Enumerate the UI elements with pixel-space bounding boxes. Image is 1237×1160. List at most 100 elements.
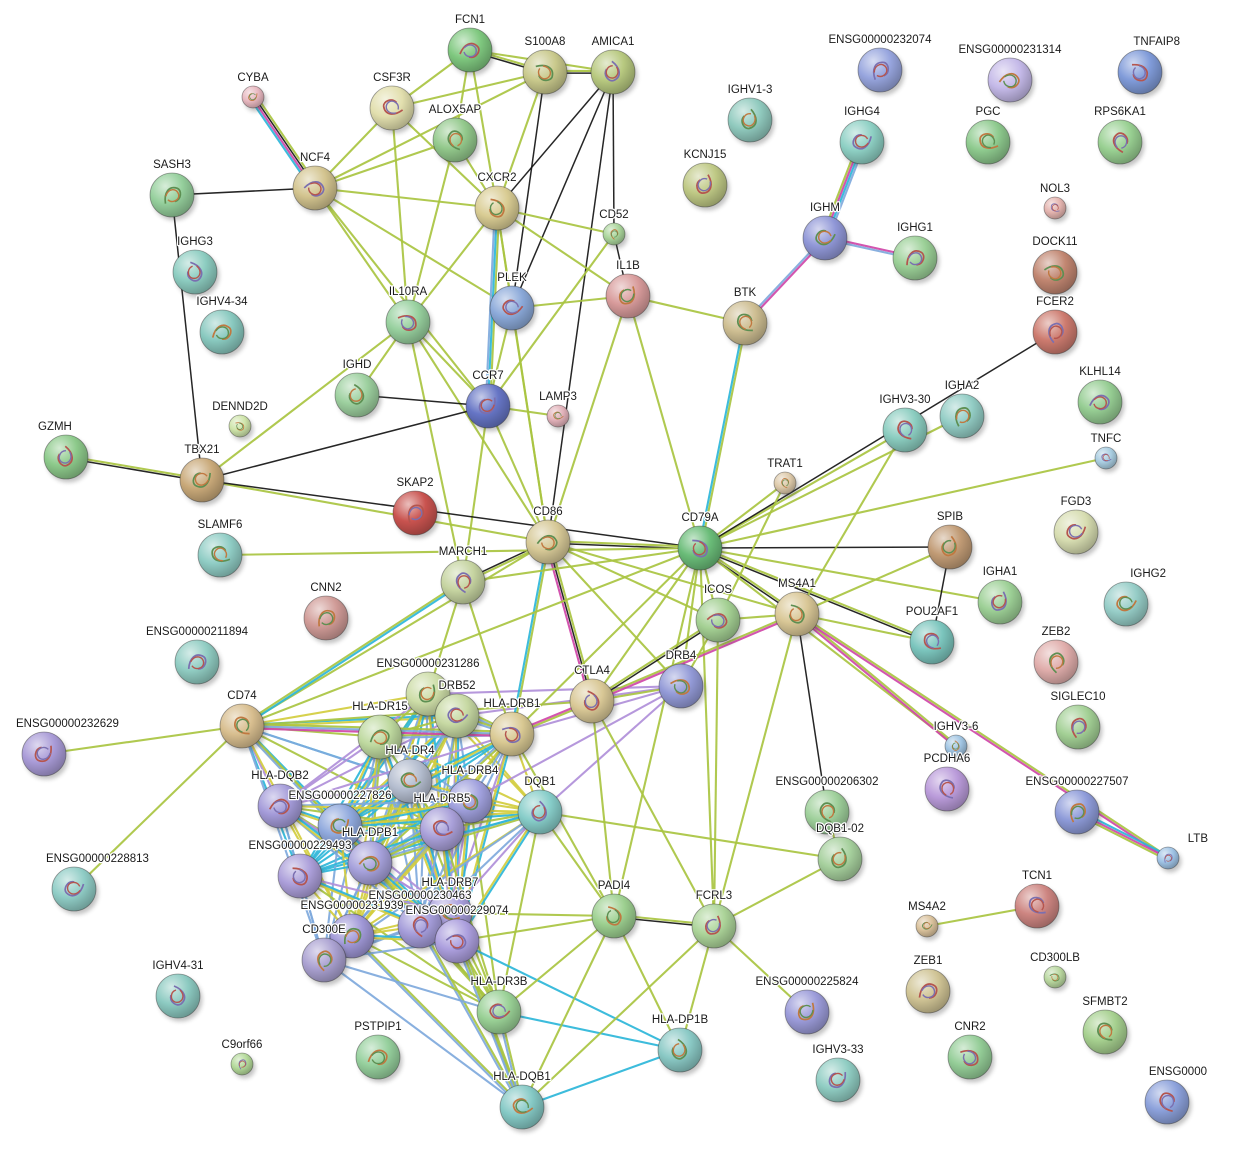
node-ENSG00000225824[interactable] <box>784 989 832 1038</box>
node-PCDHA6[interactable] <box>924 766 972 815</box>
node-ENSG00000232074[interactable] <box>857 47 905 96</box>
node-HLA-DPB1[interactable] <box>347 840 395 889</box>
node-IGHV1-3[interactable] <box>727 97 775 146</box>
node-CNR2[interactable] <box>947 1034 995 1083</box>
node-IL10RA[interactable] <box>385 299 433 348</box>
node-LTB[interactable] <box>1156 846 1182 873</box>
node-KLHL14[interactable] <box>1077 379 1125 428</box>
node-ENSG00000227826[interactable] <box>317 803 365 852</box>
node-ENSG00000231314[interactable] <box>987 57 1035 106</box>
node-HLA-DRB4[interactable] <box>447 778 495 827</box>
node-HLA-DRB5[interactable] <box>419 806 467 855</box>
node-ENSG00000230463[interactable] <box>397 903 445 952</box>
node-SLAMF6[interactable] <box>197 532 245 581</box>
node-PSTPIP1[interactable] <box>355 1034 403 1083</box>
node-DOCK11[interactable] <box>1032 249 1080 298</box>
node-TRAT1[interactable] <box>773 471 799 498</box>
node-BTK[interactable] <box>722 300 770 349</box>
node-FGD3[interactable] <box>1053 509 1101 558</box>
node-ZEB2[interactable] <box>1033 639 1081 688</box>
node-S100A8[interactable] <box>522 49 570 98</box>
node-ZEB1[interactable] <box>905 968 953 1017</box>
node-IGHV3-6[interactable] <box>944 734 970 761</box>
node-DQB1-02[interactable] <box>817 836 865 885</box>
node-CD300E[interactable] <box>301 937 349 986</box>
node-TBX21[interactable] <box>179 457 227 506</box>
node-HLA-DQB2[interactable] <box>257 783 305 832</box>
node-CYBA[interactable] <box>241 85 267 112</box>
node-SASH3[interactable] <box>149 172 197 221</box>
node-HLA-DR3B[interactable] <box>476 989 524 1038</box>
node-DRB52[interactable] <box>434 693 482 742</box>
edge <box>449 811 541 914</box>
node-TNFAIP8[interactable] <box>1117 49 1165 98</box>
node-DQB1[interactable] <box>517 789 565 838</box>
node-ENSG0000-bottom[interactable] <box>1144 1079 1192 1128</box>
node-MS4A1[interactable] <box>774 591 822 640</box>
node-MS4A2[interactable] <box>915 914 941 941</box>
node-HLA-DR15[interactable] <box>357 714 405 763</box>
protein-structure-glyph <box>343 928 362 945</box>
node-SKAP2[interactable] <box>392 490 440 539</box>
node-HLA-DRB1[interactable] <box>489 711 537 760</box>
node-PLEK[interactable] <box>489 285 537 334</box>
node-GZMH[interactable] <box>43 434 91 483</box>
node-ENSG00000227507[interactable] <box>1054 789 1102 838</box>
node-PADI4[interactable] <box>591 893 639 942</box>
node-RPS6KA1[interactable] <box>1097 119 1145 168</box>
node-IGHV4-31[interactable] <box>155 973 203 1022</box>
node-POU2AF1[interactable] <box>909 619 957 668</box>
node-DRB4[interactable] <box>658 663 706 712</box>
node-CTLA4[interactable] <box>569 678 617 727</box>
node-KCNJ15[interactable] <box>682 162 730 211</box>
node-MARCH1[interactable] <box>440 559 488 608</box>
node-IGHD[interactable] <box>334 372 382 421</box>
node-IGHV3-33[interactable] <box>815 1057 863 1106</box>
node-FCN1[interactable] <box>447 27 495 76</box>
node-AMICA1[interactable] <box>590 49 638 98</box>
node-SPIB[interactable] <box>927 524 975 573</box>
node-HLA-DQB1[interactable] <box>499 1084 547 1133</box>
node-FCER2[interactable] <box>1032 309 1080 358</box>
node-HLA-DP1B[interactable] <box>657 1027 705 1076</box>
node-ENSG00000232629[interactable] <box>21 731 69 780</box>
node-IGHG1[interactable] <box>892 235 940 284</box>
node-IGHA1[interactable] <box>977 579 1025 628</box>
node-IGHG3[interactable] <box>172 249 220 298</box>
node-CD79A[interactable] <box>677 525 725 574</box>
node-NOL3[interactable] <box>1043 196 1069 223</box>
node-CCR7[interactable] <box>465 383 513 432</box>
node-IGHV3-30[interactable] <box>882 407 930 456</box>
node-DENND2D[interactable] <box>228 414 254 441</box>
node-ENSG00000211894[interactable] <box>174 639 222 688</box>
node-C9orf66[interactable] <box>230 1052 256 1079</box>
node-ENSG00000206302[interactable] <box>804 789 852 838</box>
node-CSF3R[interactable] <box>369 85 417 134</box>
node-CD52[interactable] <box>602 222 628 249</box>
node-IGHA2[interactable] <box>939 393 987 442</box>
node-PGC[interactable] <box>965 119 1013 168</box>
node-SIGLEC10[interactable] <box>1055 704 1103 753</box>
node-ALOX5AP[interactable] <box>432 117 480 166</box>
node-IGHG2[interactable] <box>1103 581 1151 630</box>
node-IL1B[interactable] <box>605 273 653 322</box>
node-SFMBT2[interactable] <box>1082 1009 1130 1058</box>
node-CXCR2[interactable] <box>474 185 522 234</box>
node-IGHV4-34[interactable] <box>199 309 247 358</box>
node-FCRL3[interactable] <box>691 903 739 952</box>
node-IGHG4[interactable] <box>839 119 887 168</box>
node-CNN2[interactable] <box>303 595 351 644</box>
node-TNFC[interactable] <box>1094 446 1120 473</box>
node-HLA-DR4[interactable] <box>387 758 435 807</box>
node-TCN1[interactable] <box>1014 883 1062 932</box>
node-NCF4[interactable] <box>292 165 340 214</box>
node-IGHM[interactable] <box>802 215 850 264</box>
node-LAMP3[interactable] <box>546 404 572 431</box>
node-CD74[interactable] <box>219 703 267 752</box>
node-CD86[interactable] <box>525 519 573 568</box>
node-ENSG00000228813[interactable] <box>51 866 99 915</box>
node-ICOS[interactable] <box>695 597 743 646</box>
node-ENSG00000229074[interactable] <box>434 918 482 967</box>
node-CD300LB[interactable] <box>1043 965 1069 992</box>
node-ENSG00000229493[interactable] <box>277 853 325 902</box>
